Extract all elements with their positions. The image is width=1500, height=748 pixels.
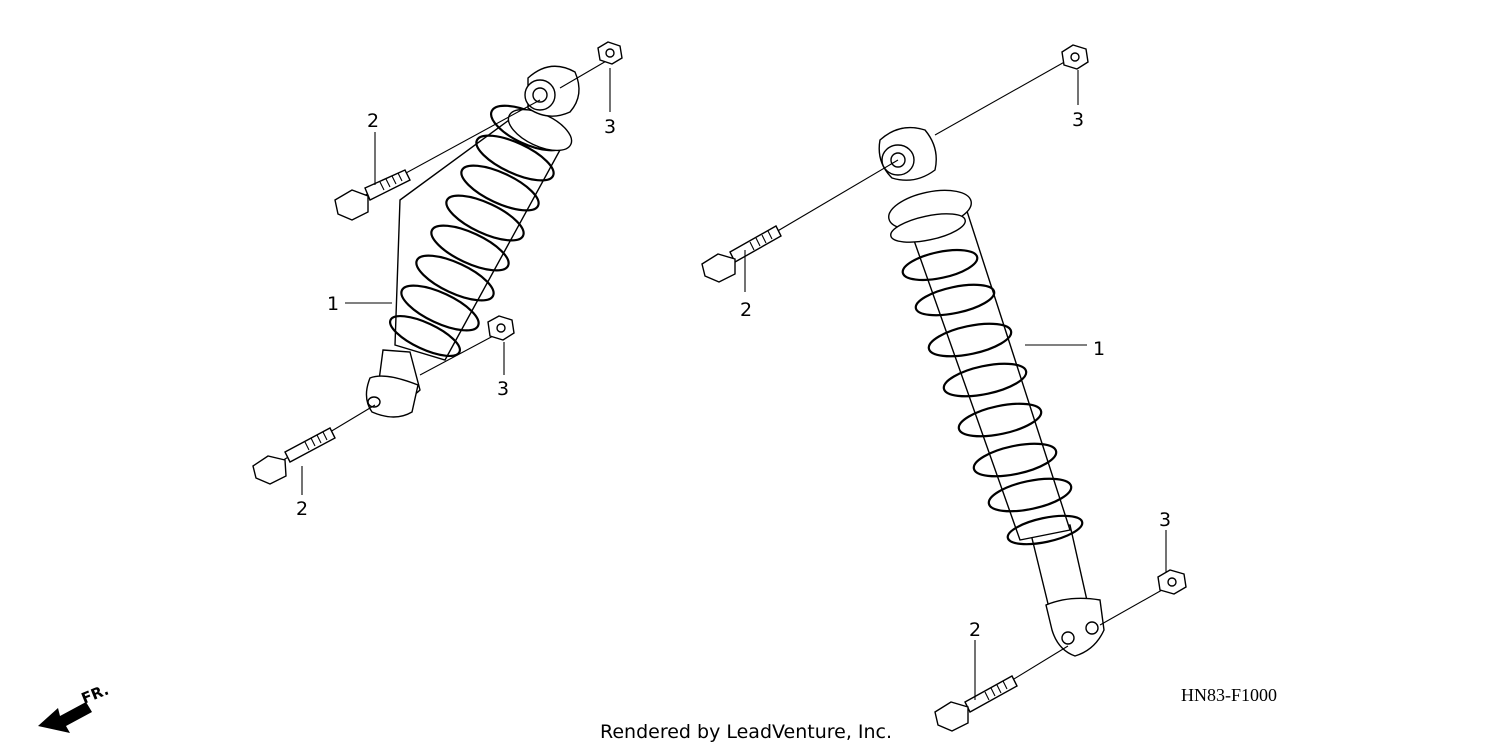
front-marker-label: FR. [79,681,112,708]
callout-left-bolt-top: 2 [367,110,379,132]
right-bolt-bottom[interactable] [934,645,1069,732]
right-nut-top[interactable] [934,44,1089,136]
diagram-code: HN83-F1000 [1181,685,1277,705]
callout-left-shock: 1 [327,293,339,315]
rendered-by-credit: Rendered by LeadVenture, Inc. [600,721,892,743]
callout-right-bolt-top: 2 [740,299,752,321]
left-bolt-top[interactable] [334,99,541,221]
right-shock-absorber[interactable] [878,126,1105,657]
right-nut-bottom[interactable] [1099,569,1187,626]
left-shock-absorber[interactable] [365,65,580,418]
right-bolt-top[interactable] [701,159,899,283]
front-direction-arrow-icon [38,702,92,733]
callout-right-shock: 1 [1093,338,1105,360]
left-nut-top[interactable] [559,41,623,89]
callout-left-bolt-bottom: 2 [296,498,308,520]
left-bolt-bottom[interactable] [252,404,376,485]
callout-left-nut-bottom: 3 [497,378,509,400]
callout-right-nut-top: 3 [1072,109,1084,131]
callout-left-nut-top: 3 [604,116,616,138]
callout-right-nut-bottom: 3 [1159,509,1171,531]
callout-right-bolt-bottom: 2 [969,619,981,641]
left-nut-bottom[interactable] [419,315,515,376]
